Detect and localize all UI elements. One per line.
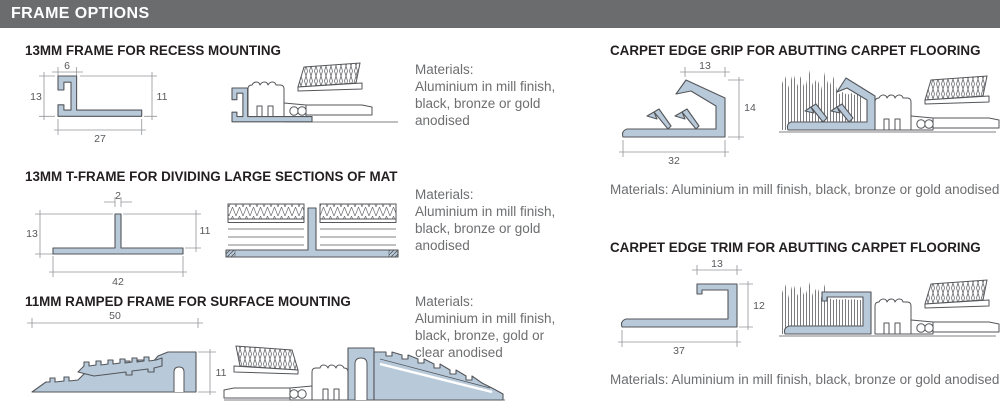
materials-line: anodised [415,113,470,128]
section-title-edge-grip: CARPET EDGE GRIP FOR ABUTTING CARPET FLO… [610,43,981,58]
dim-label: 6 [64,60,70,72]
dim-label: 11 [200,225,211,237]
materials-line: black, bronze or gold [415,96,541,111]
edge-grip-in-situ [786,77,876,131]
materials-note-tframe: Materials: Aluminium in mill finish, bla… [415,186,555,254]
materials-line: black, bronze, gold or [415,328,545,343]
section-title-tframe: 13MM T-FRAME FOR DIVIDING LARGE SECTIONS… [25,169,398,184]
dim-label: 12 [753,300,765,312]
dim-label: 42 [112,276,124,288]
edge-trim-profile-shape [620,283,738,328]
materials-line: Aluminium in mill finish, [415,311,556,326]
dim-label: 13 [711,258,723,270]
section-title-edge-trim: CARPET EDGE TRIM FOR ABUTTING CARPET FLO… [610,240,981,255]
edge-trim-section-illustration [779,279,1000,337]
dim-label: 11 [157,91,168,103]
mat-assembly [223,345,349,401]
edge-grip-dimension-drawing: 13 14 32 [619,60,756,167]
dim-label: 37 [673,345,685,357]
carpet-pile [781,282,861,334]
tframe-section-illustration [225,203,399,258]
mat-assembly [247,62,373,118]
dim-label: 13 [30,91,42,103]
edge-trim-in-situ [783,291,872,335]
edge-grip-profile-shape [621,79,726,138]
tframe-in-situ [225,207,399,258]
materials-line: anodised [415,238,470,253]
materials-line: Aluminium in mill finish, [415,204,556,219]
carpet-pile [781,70,861,130]
recess-frame-in-situ [231,87,313,123]
section-title-ramped: 11MM RAMPED FRAME FOR SURFACE MOUNTING [25,294,351,309]
page-title: FRAME OPTIONS [0,0,1000,28]
materials-note-edge-grip: Materials: Aluminium in mill finish, bla… [610,182,1000,197]
materials-line: black, bronze or gold [415,221,541,236]
tframe-dimension-drawing: 2 13 11 42 [26,190,211,288]
recess-section-illustration [231,62,398,123]
materials-line: clear anodised [415,345,503,360]
recess-profile-shape [57,75,143,117]
tframe-profile-shape [52,213,184,255]
materials-line: Materials: [415,187,474,202]
edge-grip-section-illustration [779,70,1000,133]
mat-assembly [874,75,1000,131]
dim-label: 13 [699,60,711,72]
mat-assembly [874,279,1000,335]
ramped-dimension-drawing: 50 11 [27,310,227,395]
dim-label: 13 [26,228,38,240]
dim-label: 11 [216,367,227,379]
section-title-recess: 13MM FRAME FOR RECESS MOUNTING [25,43,281,58]
ramped-section-illustration [223,345,505,401]
materials-line: Aluminium in mill finish, [415,79,556,94]
recess-dimension-drawing: 6 13 11 27 [30,60,168,145]
materials-note-edge-trim: Materials: Aluminium in mill finish, bla… [610,372,1000,387]
edge-trim-dimension-drawing: 13 12 37 [618,258,765,357]
dim-label: 32 [668,155,680,167]
materials-note-recess: Materials: Aluminium in mill finish, bla… [415,61,555,129]
materials-note-ramped: Materials: Aluminium in mill finish, bla… [415,293,555,361]
materials-line: Materials: [415,294,474,309]
dim-label: 50 [109,310,121,322]
dim-label: 2 [115,190,121,202]
ramped-top-profile [77,356,163,377]
dim-label: 14 [744,102,756,114]
materials-line: Materials: [415,62,474,77]
dim-label: 27 [94,133,106,145]
ramped-slope-in-situ [373,351,504,401]
